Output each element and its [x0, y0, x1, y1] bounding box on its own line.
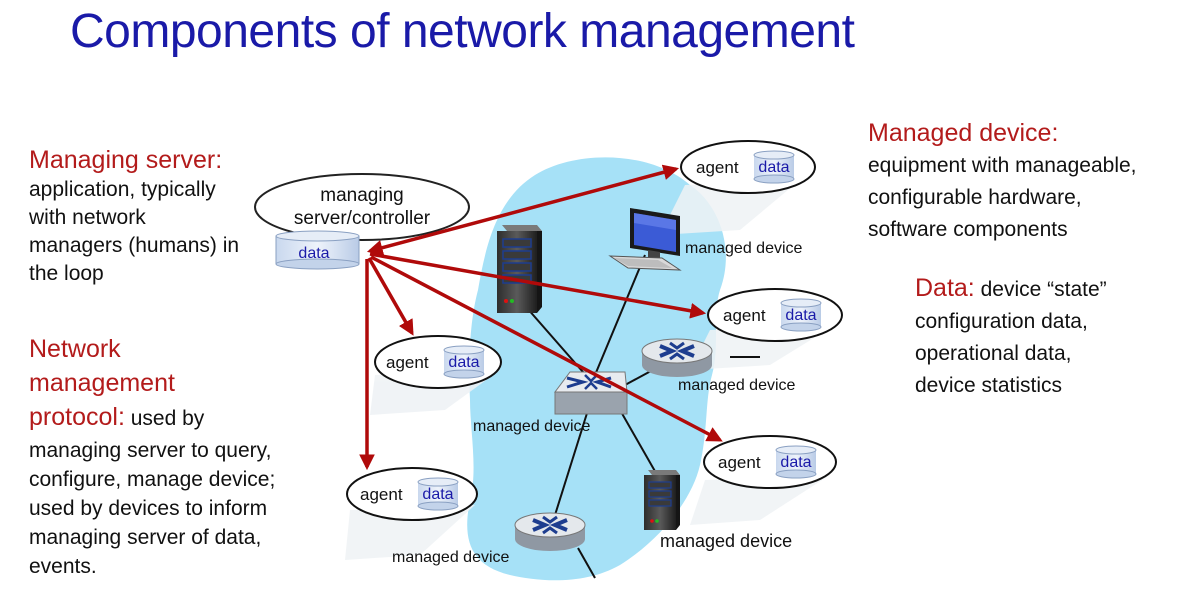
arrow-to-left-agent: [367, 257, 414, 336]
page-title: Components of network management: [70, 5, 855, 58]
controller-data-label: data: [298, 245, 329, 262]
managed-device-line: configurable hardware,: [868, 186, 1082, 209]
server-tower-icon: [644, 470, 680, 530]
managing-server-heading: Managing server:: [29, 146, 223, 174]
controller-ellipse: [254, 173, 470, 241]
data-label: data: [422, 486, 453, 503]
data-cylinder: [417, 477, 459, 511]
data-label: data: [785, 307, 816, 324]
agent-label: agent: [696, 158, 739, 177]
managed-device-label: managed device: [685, 240, 803, 257]
data-label: data: [758, 159, 789, 176]
data-cylinder: [753, 150, 795, 184]
managed-device-line: equipment with manageable,: [868, 154, 1137, 177]
managed-device-label: managed device: [473, 418, 591, 435]
data-desc-text: Data: device “state” configuration data,…: [915, 272, 1107, 402]
data-desc-line: device statistics: [915, 374, 1063, 397]
server-tower-icon: [497, 225, 542, 313]
managing-server-line: the loop: [29, 262, 104, 285]
controller-label: server/controller: [294, 208, 431, 229]
agent-lower-right: agent data: [703, 435, 837, 489]
data-cylinder: [443, 345, 485, 379]
agent-label: agent: [723, 306, 766, 325]
data-desc-inline: device “state”: [974, 278, 1107, 301]
agent-left: agent data: [374, 335, 502, 389]
data-label: data: [780, 454, 811, 471]
managed-device-label: managed device: [678, 377, 796, 394]
protocol-inline: used by: [124, 407, 205, 430]
managing-server-text: Managing server: application, typically …: [29, 144, 239, 288]
router-icon: [641, 338, 713, 377]
protocol-line: configure, manage device;: [29, 468, 276, 491]
managed-device-text: Managed device: equipment with manageabl…: [868, 116, 1137, 246]
switch-icon: [554, 371, 628, 415]
data-desc-line: operational data,: [915, 342, 1072, 365]
managing-server-line: application, typically: [29, 178, 216, 201]
arrow-to-right-agent: [369, 252, 707, 319]
controller-label: managing: [320, 185, 403, 206]
arrow-to-top-agent: [366, 164, 680, 256]
protocol-heading: Network: [29, 335, 121, 363]
protocol-text: Network management protocol: used by man…: [29, 332, 275, 581]
managed-device-heading: Managed device:: [868, 119, 1059, 147]
data-desc-heading: Data:: [915, 274, 975, 302]
agent-right: agent data: [707, 288, 843, 342]
protocol-line: managing server to query,: [29, 439, 272, 462]
data-desc-line: configuration data,: [915, 310, 1088, 333]
protocol-line: events.: [29, 555, 97, 578]
arrow-to-lower-right-agent: [370, 255, 723, 442]
managing-server-line: managers (humans) in: [29, 234, 240, 257]
data-cylinder: [780, 298, 822, 332]
router-icon: [514, 512, 586, 551]
protocol-heading: protocol:: [29, 403, 125, 431]
agent-label: agent: [386, 353, 429, 372]
protocol-line: managing server of data,: [29, 526, 262, 549]
data-cylinder: [775, 445, 817, 479]
agent-top: agent data: [680, 140, 816, 194]
protocol-arrows: [359, 164, 723, 471]
managed-device-label: managed device: [392, 549, 510, 566]
managed-device-line: software components: [868, 218, 1068, 241]
data-label: data: [448, 354, 479, 371]
agent-label: agent: [360, 485, 403, 504]
managing-server-line: with network: [29, 206, 146, 229]
protocol-line: used by devices to inform: [29, 497, 268, 520]
protocol-heading: management: [29, 369, 175, 397]
managed-device-label: managed device: [660, 531, 792, 551]
agent-bottom: agent data: [346, 467, 478, 521]
controller-data-cylinder: [275, 230, 360, 270]
agent-label: agent: [718, 453, 761, 472]
